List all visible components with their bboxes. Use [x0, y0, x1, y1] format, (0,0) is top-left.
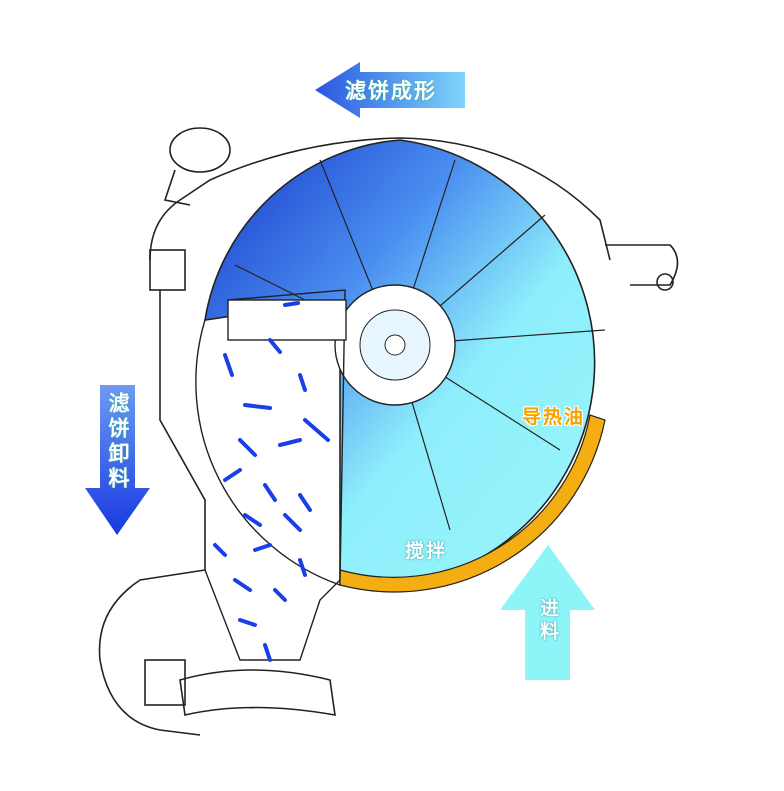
cake-discharge-arrow	[85, 385, 150, 535]
cake-forming-arrow	[315, 62, 465, 118]
cake-particles	[213, 301, 330, 662]
cake-forming-label: 滤饼成形	[345, 79, 437, 103]
cake-discharge-label: 滤饼卸料	[106, 392, 130, 492]
stirring-drum	[195, 139, 606, 593]
feed-label: 进料	[537, 598, 559, 644]
feed-arrow	[500, 545, 595, 680]
discharge-chute	[204, 289, 347, 661]
thermal-oil-jacket	[339, 414, 606, 593]
stirring-label: 搅拌	[405, 540, 448, 562]
vessel-body	[98, 127, 679, 736]
thermal-oil-label: 导热油	[522, 406, 586, 428]
